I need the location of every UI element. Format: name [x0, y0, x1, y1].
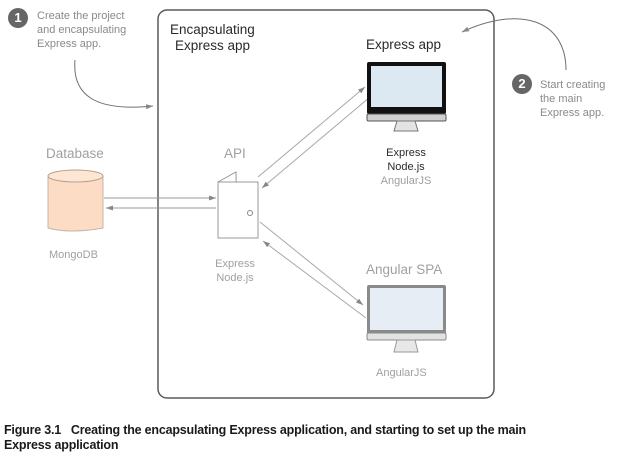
step-1-line-3: Express app.	[37, 38, 102, 50]
encapsulating-app-box	[157, 9, 495, 399]
caption-line-1: Creating the encapsulating Express appli…	[70, 423, 526, 437]
express-app-tech: Express Node.js AngularJS	[356, 146, 456, 188]
step-1-text: Create the project and encapsulating Exp…	[37, 9, 126, 51]
express-app-tech-1: Express	[386, 147, 426, 159]
angular-spa-tech: AngularJS	[376, 367, 427, 379]
step-1-line-2: and encapsulating	[37, 24, 127, 36]
angular-spa-monitor-icon	[366, 285, 447, 353]
api-tech-1: Express	[215, 258, 255, 270]
caption-label: Figure 3.1	[4, 423, 62, 437]
step-2-text: Start creating the main Express app.	[540, 78, 605, 120]
api-title: API	[224, 146, 246, 161]
express-app-title: Express app	[366, 37, 442, 52]
step1-arrow	[74, 59, 154, 110]
figure-caption: Figure 3.1 Creating the encapsulating Ex…	[4, 423, 614, 453]
step-1-line-1: Create the project	[37, 10, 125, 22]
api-tech-2: Node.js	[216, 272, 254, 284]
step2-arrow	[461, 18, 567, 71]
container-title-line-2: Express app	[175, 38, 251, 53]
step-2-line-2: the main	[540, 93, 583, 105]
spa-to-api-arrow	[262, 240, 367, 319]
api-door-icon	[217, 171, 259, 239]
angular-spa-title: Angular SPA	[366, 262, 443, 277]
api-to-spa-arrow	[259, 221, 364, 306]
step-2-line-1: Start creating	[540, 79, 606, 91]
api-tech: Express Node.js	[205, 257, 265, 285]
database-cylinder-icon	[47, 169, 104, 232]
express-app-tech-2: Node.js	[387, 161, 425, 173]
express-app-monitor-icon	[366, 62, 447, 132]
api-to-express-arrow	[257, 86, 366, 178]
container-title-line-1: Encapsulating	[170, 22, 255, 37]
step-2-line-3: Express app.	[540, 107, 605, 119]
container-title: Encapsulating Express app	[170, 22, 255, 54]
express-app-tech-muted: AngularJS	[380, 175, 432, 187]
database-title: Database	[46, 146, 104, 161]
step-1-badge: 1	[8, 8, 28, 28]
express-to-api-arrow	[261, 96, 371, 189]
database-tech: MongoDB	[49, 249, 98, 261]
step-2-badge: 2	[512, 74, 532, 94]
caption-line-2: Express application	[4, 438, 119, 452]
